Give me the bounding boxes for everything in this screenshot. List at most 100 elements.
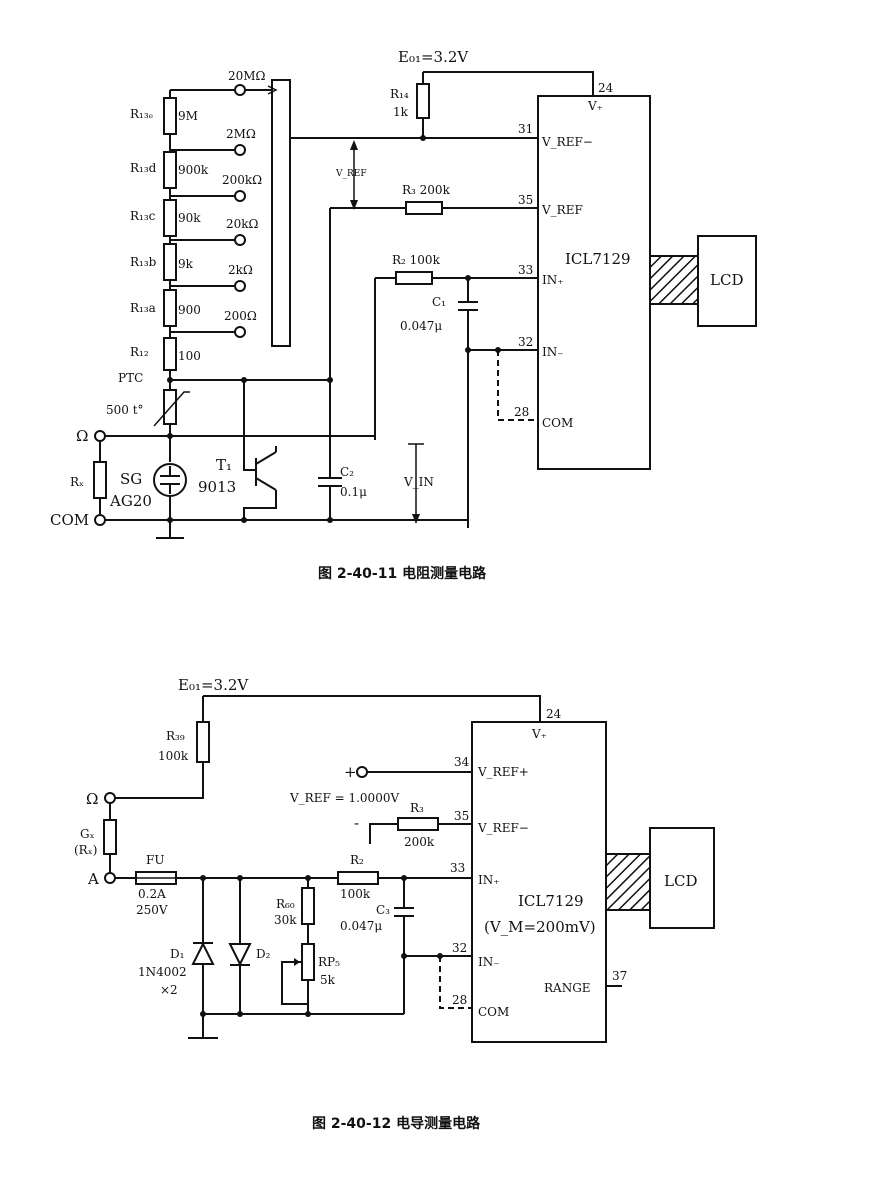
lcd-connector-1 bbox=[649, 255, 699, 305]
c3-label: C₃ bbox=[376, 903, 390, 917]
pin-33-label: 33 bbox=[518, 263, 533, 277]
r14-label: R₁₄ bbox=[390, 87, 409, 101]
pin2-28-label: 28 bbox=[452, 993, 467, 1007]
range-200k: 200kΩ bbox=[222, 173, 262, 187]
rx-label: Rₓ bbox=[70, 475, 84, 489]
diode-d1 bbox=[191, 941, 215, 965]
r39-label: R₃₉ bbox=[166, 729, 185, 743]
r2b-label: R₂ bbox=[350, 853, 364, 867]
r13e-label: R₁₃ₑ bbox=[130, 107, 154, 121]
resistor-rx bbox=[93, 461, 107, 499]
caption-fig-2-40-12: 图 2-40-12 电导测量电路 bbox=[312, 1115, 481, 1132]
diode-d2 bbox=[228, 943, 252, 967]
resistor-r3 bbox=[405, 201, 443, 215]
pin2-in-plus-label: IN₊ bbox=[478, 873, 500, 887]
lcd-display-1 bbox=[697, 235, 757, 327]
pin2-35-label: 35 bbox=[454, 809, 469, 823]
vref-minus-sign: - bbox=[354, 814, 359, 832]
c1-value: 0.047μ bbox=[400, 319, 442, 333]
pin2-vref-minus-label: V_REF− bbox=[477, 821, 529, 835]
c2-label: C₂ bbox=[340, 465, 354, 479]
r13a-value: 900 bbox=[178, 303, 201, 317]
resistor-r39 bbox=[196, 721, 210, 763]
range-switch bbox=[271, 79, 291, 347]
r3-label: R₃ 200k bbox=[402, 183, 451, 197]
r12-value: 100 bbox=[178, 349, 201, 363]
pin-in-plus-label: IN₊ bbox=[542, 273, 564, 287]
pin-vref-minus-label: V_REF− bbox=[541, 135, 593, 149]
r2b-value: 100k bbox=[340, 887, 371, 901]
r3b-value: 200k bbox=[404, 835, 435, 849]
r2-label: R₂ 100k bbox=[392, 253, 441, 267]
potentiometer-rp5 bbox=[301, 943, 315, 981]
ohm-terminal-label: Ω bbox=[76, 427, 88, 445]
resistor-ladder: R₁₃ₑ 9M R₁₃d 900k R₁₃c 90k R₁₃b 9k R₁₃a … bbox=[130, 89, 235, 380]
resistor-r2-fig2 bbox=[337, 871, 379, 885]
ohm2-terminal-label: Ω bbox=[86, 790, 98, 808]
pin2-com-label: COM bbox=[478, 1005, 509, 1019]
range-terminals: 20MΩ 2MΩ 200kΩ 20kΩ 2kΩ 200Ω bbox=[222, 69, 266, 338]
ptc-label: PTC bbox=[118, 371, 143, 385]
figure-resistance-measurement: ICL7129 LCD E₀₁=3.2V 24 V₊ R₁₄ 1k 31 V_R… bbox=[50, 48, 757, 582]
resistor-r60 bbox=[301, 887, 315, 925]
r13a-label: R₁₃a bbox=[130, 301, 156, 315]
diode-value: 1N4002 bbox=[138, 965, 187, 979]
vref-arrow-label: V_REF bbox=[335, 169, 367, 179]
range-20k: 20kΩ bbox=[226, 217, 259, 231]
pin-in-minus-label: IN₋ bbox=[542, 345, 564, 359]
supply-label-1: E₀₁=3.2V bbox=[398, 48, 469, 66]
d2-label: D₂ bbox=[256, 947, 271, 961]
lcd-label-1: LCD bbox=[710, 271, 743, 289]
fu-value-1: 0.2A bbox=[138, 887, 166, 901]
r3b-label: R₃ bbox=[410, 801, 424, 815]
range-2m: 2MΩ bbox=[226, 127, 256, 141]
figure-conductance-measurement: ICL7129 (V_M=200mV) LCD E₀₁=3.2V 24 V₊ R… bbox=[74, 676, 715, 1132]
r13d-label: R₁₃d bbox=[130, 161, 157, 175]
fu-label: FU bbox=[146, 853, 164, 867]
ic-sub-label-2: (V_M=200mV) bbox=[484, 918, 596, 936]
pin2-24-label: 24 bbox=[546, 707, 562, 721]
r13c-value: 90k bbox=[178, 211, 201, 225]
a-terminal-label: A bbox=[87, 870, 99, 888]
r13d-value: 900k bbox=[178, 163, 209, 177]
vref-equation: V_REF = 1.0000V bbox=[289, 791, 399, 805]
range-200: 200Ω bbox=[224, 309, 257, 323]
pin-com-label: COM bbox=[542, 416, 573, 430]
pin-35-label: 35 bbox=[518, 193, 533, 207]
c2-value: 0.1μ bbox=[340, 485, 367, 499]
rp5-label: RP₅ bbox=[318, 955, 340, 969]
pin2-vplus-label: V₊ bbox=[531, 727, 547, 741]
resistor-r2 bbox=[395, 271, 433, 285]
r13b-value: 9k bbox=[178, 257, 194, 271]
gx-label: Gₓ bbox=[80, 827, 95, 841]
pin-vplus-label: V₊ bbox=[587, 99, 603, 113]
pin2-in-minus-label: IN₋ bbox=[478, 955, 500, 969]
r60-value: 30k bbox=[274, 913, 297, 927]
r60-label: R₆₀ bbox=[276, 897, 295, 911]
com-terminal-label: COM bbox=[50, 511, 89, 529]
ic-label-2: ICL7129 bbox=[518, 892, 584, 910]
supply-label-2: E₀₁=3.2V bbox=[178, 676, 249, 694]
fu-value-2: 250V bbox=[136, 903, 168, 917]
pin2-33-label: 33 bbox=[450, 861, 465, 875]
r39-value: 100k bbox=[158, 749, 189, 763]
pin2-range-label: RANGE bbox=[544, 981, 591, 995]
pin-32-label: 32 bbox=[518, 335, 533, 349]
r12-label: R₁₂ bbox=[130, 345, 149, 359]
pin2-32-label: 32 bbox=[452, 941, 467, 955]
caption-fig-2-40-11: 图 2-40-11 电阻测量电路 bbox=[318, 565, 487, 582]
r13c-label: R₁₃c bbox=[130, 209, 156, 223]
lcd-connector-2 bbox=[605, 853, 651, 911]
lcd-display-2 bbox=[649, 827, 715, 929]
pin-31-label: 31 bbox=[518, 122, 533, 136]
lcd-label-2: LCD bbox=[664, 872, 697, 890]
vref-plus-sign: + bbox=[344, 763, 357, 781]
t1-value: 9013 bbox=[198, 478, 236, 496]
pin-vref-label: V_REF bbox=[541, 203, 583, 217]
c1-label: C₁ bbox=[432, 295, 446, 309]
range-2k: 2kΩ bbox=[228, 263, 253, 277]
r13e-value: 9M bbox=[178, 109, 198, 123]
range-20m: 20MΩ bbox=[228, 69, 266, 83]
pin2-37-label: 37 bbox=[612, 969, 627, 983]
